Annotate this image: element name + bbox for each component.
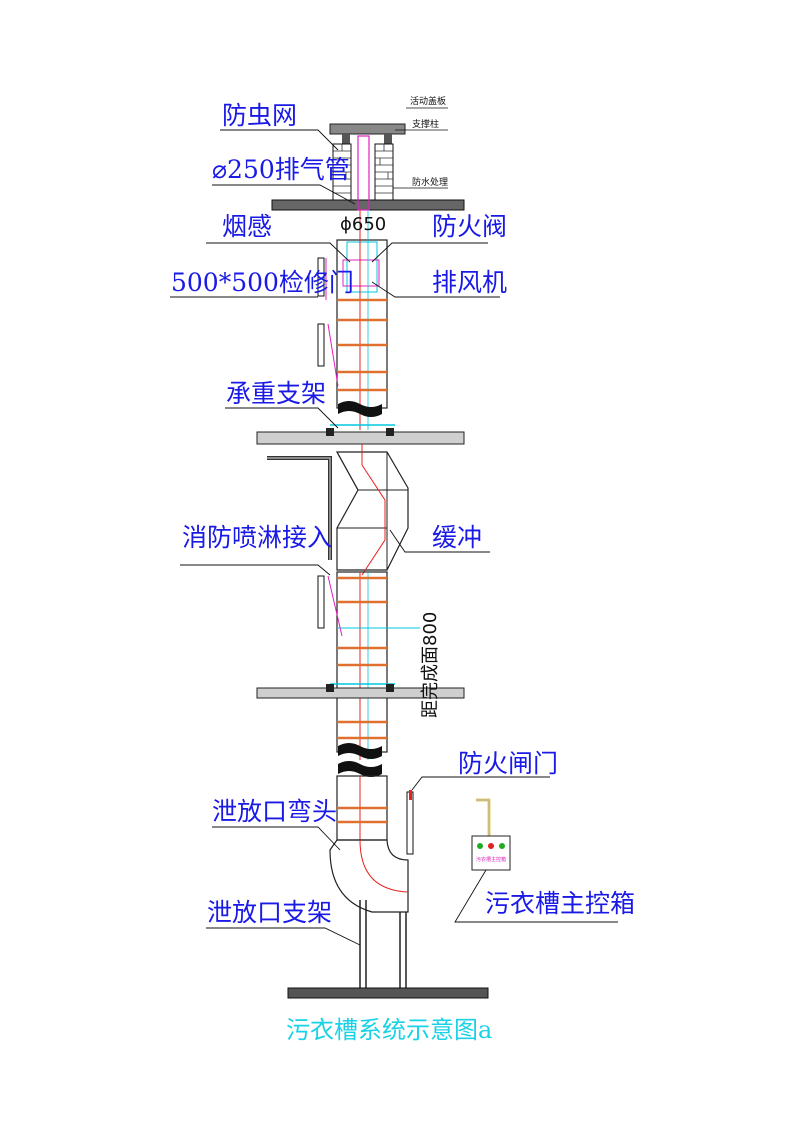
label-exhaust-pipe: ⌀250排气管 [212, 155, 350, 184]
middle-chute [317, 571, 420, 760]
buffer-section [267, 444, 409, 576]
label-exhaust-fan: 排风机 [432, 268, 507, 297]
label-access-door: 500*500检修门 [171, 268, 354, 297]
leader-lines [170, 129, 618, 946]
ground-slab [287, 987, 489, 999]
note-movable-cover: 活动盖板 [410, 95, 446, 107]
note-support-column: 支撑柱 [412, 118, 439, 130]
label-smoke-sensor: 烟感 [222, 212, 272, 241]
label-discharge-bracket: 泄放口支架 [207, 898, 332, 927]
label-fire-damper: 防火阀 [432, 212, 507, 241]
box-label: 污衣槽主控箱 [476, 856, 506, 863]
label-discharge-elbow: 泄放口弯头 [212, 797, 337, 826]
diagram-caption: 污衣槽系统示意图a [286, 1016, 492, 1044]
floor-slab-upper [256, 431, 465, 445]
label-fire-gate: 防火闸门 [458, 749, 558, 778]
lower-chute [329, 761, 414, 988]
label-insect-net: 防虫网 [222, 101, 297, 130]
control-box: 污衣槽主控箱 [471, 798, 511, 871]
label-control-box: 污衣槽主控箱 [485, 889, 635, 918]
note-waterproofing: 防水处理 [412, 176, 448, 188]
label-buffer: 缓冲 [432, 523, 482, 552]
roof-assembly [271, 107, 465, 211]
label-load-bracket: 承重支架 [226, 379, 326, 408]
note-clearance: 距完成面800 [420, 612, 441, 718]
note-diameter: ϕ650 [340, 214, 386, 235]
label-sprinkler: 消防喷淋接入 [182, 523, 332, 552]
upper-chute [317, 210, 388, 430]
floor-slab-middle [256, 687, 465, 699]
